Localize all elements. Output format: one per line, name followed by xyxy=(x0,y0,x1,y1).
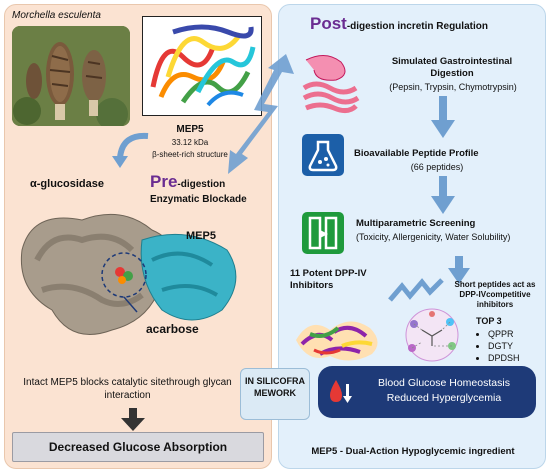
pre-prefix: Pre xyxy=(150,172,178,191)
flask-icon xyxy=(302,134,344,176)
flow-arrow-3-icon xyxy=(448,256,470,284)
outcome-text: Decreased Glucose Absorption xyxy=(48,440,228,454)
mep5-complex-label: MEP5 xyxy=(186,230,216,242)
step2-title: Bioavailable Peptide Profile xyxy=(354,148,479,159)
step3-title: Multiparametric Screening xyxy=(356,218,476,229)
footer-text: MEP5 - Dual-Action Hypoglycemic ingredie… xyxy=(311,446,515,457)
post-prefix: Post xyxy=(310,14,347,33)
flow-arrow-1-icon xyxy=(431,96,455,138)
species-label: Morchella esculenta xyxy=(12,10,101,21)
top3-list: QPPR DGTY DPDSH xyxy=(476,328,520,364)
post-suffix: -digestion incretin Regulation xyxy=(346,21,488,32)
top-peptide-3: DPDSH xyxy=(488,352,520,364)
docking-image xyxy=(290,310,386,371)
pre-line2: Enzymatic Blockade xyxy=(150,194,247,205)
mushroom-image xyxy=(12,26,130,126)
mechanism-text: Intact MEP5 blocks catalytic sitethrough… xyxy=(23,377,232,401)
step3-detail: (Toxicity, Allergenicity, Water Solubili… xyxy=(356,232,511,242)
mep5-mass: 33.12 kDa xyxy=(171,138,209,147)
top-peptide-1: QPPR xyxy=(488,328,520,340)
interaction-map-image xyxy=(392,306,472,369)
post-digestion-title: Post-digestion incretin Regulation xyxy=(310,14,545,34)
silico-text: IN SILICOFRA MEWORK xyxy=(245,376,305,398)
top3-label: TOP 3 xyxy=(476,316,502,326)
step1-detail: (Pepsin, Trypsin, Chymotrypsin) xyxy=(389,82,517,92)
blood-drop-icon xyxy=(330,380,352,403)
pre-suffix: -digestion xyxy=(177,179,226,190)
pre-digestion-title: Pre-digestion xyxy=(150,172,265,192)
silico-framework-box: IN SILICOFRA MEWORK xyxy=(240,368,310,420)
glucose-outcome-box: Blood Glucose Homeostasis Reduced Hyperg… xyxy=(318,366,536,418)
flow-arrow-2-icon xyxy=(431,176,455,214)
enzyme-label: α-glucosidase xyxy=(30,178,105,190)
outcome-box: Decreased Glucose Absorption xyxy=(12,432,264,462)
short-peptides-note: Short peptides act as DPP-IVcompetitive … xyxy=(454,280,536,309)
step2-detail: (66 peptides) xyxy=(410,162,464,172)
potent-inhibitors: 11 Potent DPP-IV Inhibitors xyxy=(290,268,367,291)
squiggle-arrow-icon xyxy=(388,278,444,302)
glucose-line1: Blood Glucose Homeostasis xyxy=(378,377,510,389)
door-icon xyxy=(302,212,344,254)
mep5-title: MEP5 xyxy=(176,124,204,135)
digestive-tract-image xyxy=(296,50,366,123)
mep5-structure: β-sheet-rich structure xyxy=(152,150,228,159)
zigzag-arrow-icon xyxy=(228,54,294,174)
acarbose-label: acarbose xyxy=(146,322,199,336)
glucose-line2: Reduced Hyperglycemia xyxy=(386,392,502,404)
protein-structure-image xyxy=(142,16,262,116)
step1-title: Simulated Gastrointestinal Digestion xyxy=(391,56,513,79)
enzyme-complex-image xyxy=(12,200,252,355)
curved-arrow-icon xyxy=(112,132,149,168)
down-arrow-icon xyxy=(121,408,145,431)
top-peptide-2: DGTY xyxy=(488,340,520,352)
